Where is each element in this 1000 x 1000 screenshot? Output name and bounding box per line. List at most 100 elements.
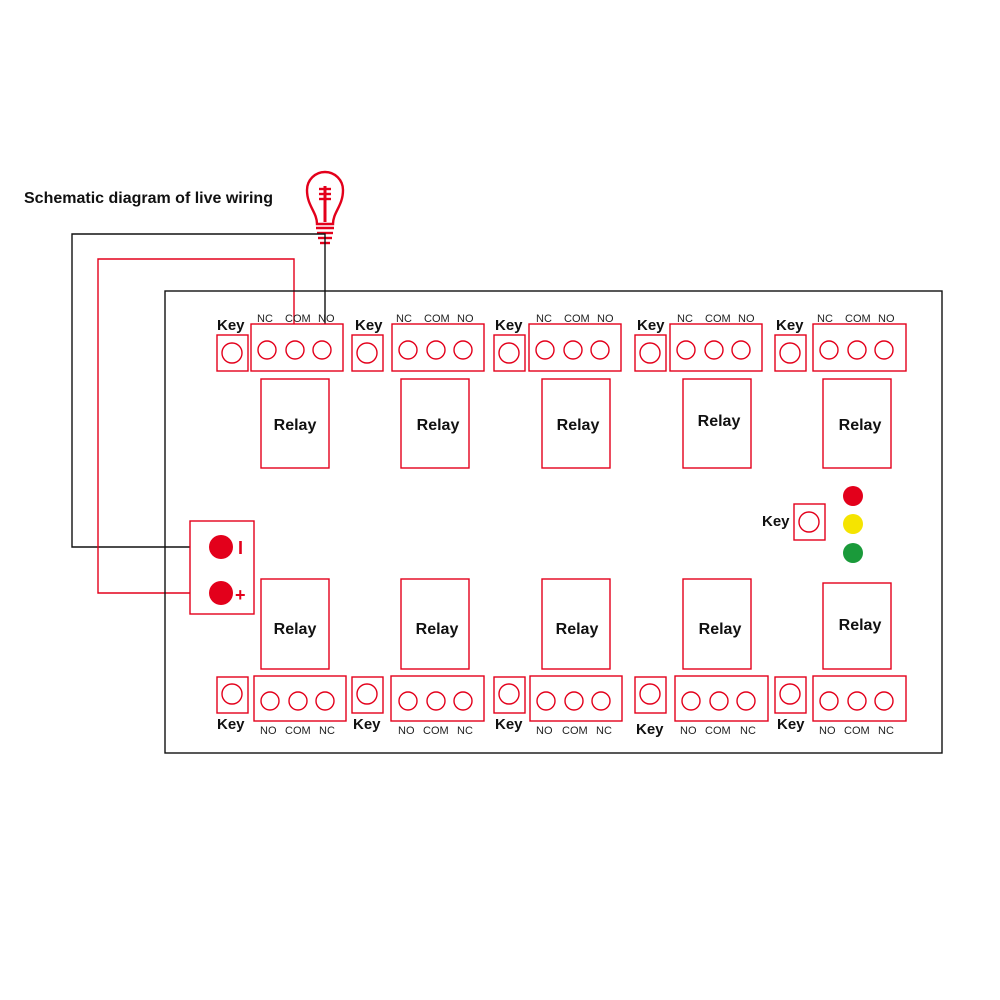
nc-terminal: [874, 691, 894, 711]
relay-label: Relay: [556, 621, 599, 638]
com-terminal: [847, 340, 867, 360]
no-terminal: [312, 340, 332, 360]
terminal-label-com: COM: [845, 313, 871, 325]
relay-channel: Key NC COM NO Relay: [634, 313, 763, 469]
terminal-block: [669, 323, 763, 372]
nc-terminal: [819, 340, 839, 360]
key-label: Key: [777, 716, 805, 733]
no-terminal: [453, 340, 473, 360]
relay: [822, 582, 892, 670]
relay-channel: Relay Key NO COM NC: [493, 578, 623, 737]
com-terminal: [288, 691, 308, 711]
nc-terminal: [736, 691, 756, 711]
terminal-block: [529, 675, 623, 722]
terminal-block: [390, 675, 485, 722]
diagram-title: Schematic diagram of live wiring: [24, 190, 273, 207]
relay: [400, 378, 470, 469]
power-terminal: I +: [189, 520, 255, 615]
nc-terminal: [453, 691, 473, 711]
terminal-label-no: NO: [819, 725, 836, 737]
relay-channel: Key NC COM NO Relay: [216, 313, 344, 469]
no-terminal: [260, 691, 280, 711]
key-label: Key: [495, 716, 523, 733]
terminal-block: [391, 323, 485, 372]
terminal-label-com: COM: [423, 725, 449, 737]
nc-terminal: [257, 340, 277, 360]
terminal-label-no: NO: [738, 313, 755, 325]
com-terminal: [709, 691, 729, 711]
key-button-knob: [221, 683, 243, 705]
key-button-knob: [498, 683, 520, 705]
nc-terminal: [535, 340, 555, 360]
nc-terminal: [591, 691, 611, 711]
relay-label: Relay: [698, 413, 741, 430]
relay-label: Relay: [839, 417, 882, 434]
key-label: Key: [762, 513, 790, 530]
no-terminal: [590, 340, 610, 360]
key-label: Key: [636, 721, 664, 738]
terminal-label-nc: NC: [257, 313, 273, 325]
relay-label: Relay: [417, 417, 460, 434]
terminal-block: [250, 323, 344, 372]
terminal-label-nc: NC: [396, 313, 412, 325]
key-button-knob: [779, 683, 801, 705]
terminal-label-com: COM: [705, 313, 731, 325]
terminal-label-no: NO: [536, 725, 553, 737]
control-panel: Key: [762, 486, 863, 563]
com-terminal: [704, 340, 724, 360]
status-led-red: [843, 486, 863, 506]
key-button-knob: [221, 342, 243, 364]
terminal-label-com: COM: [424, 313, 450, 325]
no-terminal: [536, 691, 556, 711]
relay-label: Relay: [274, 621, 317, 638]
key-label: Key: [217, 317, 245, 334]
no-terminal: [874, 340, 894, 360]
terminal-block: [528, 323, 622, 372]
key-button[interactable]: [216, 334, 249, 372]
key-label: Key: [495, 317, 523, 334]
terminal-label-nc: NC: [319, 725, 335, 737]
terminal-label-com: COM: [705, 725, 731, 737]
relay-label: Relay: [699, 621, 742, 638]
relay-channel: Relay Key NO COM NC: [774, 582, 907, 737]
key-button-knob: [356, 342, 378, 364]
terminal-label-nc: NC: [817, 313, 833, 325]
terminal-block: [812, 675, 907, 722]
relay: [822, 378, 892, 469]
terminal-label-com: COM: [285, 725, 311, 737]
com-terminal: [285, 340, 305, 360]
no-terminal: [398, 691, 418, 711]
com-terminal: [426, 691, 446, 711]
relay-label: Relay: [274, 417, 317, 434]
no-terminal: [681, 691, 701, 711]
terminal-label-no: NO: [398, 725, 415, 737]
key-button-knob: [639, 683, 661, 705]
bulb-icon: [305, 170, 345, 245]
key-button-knob: [498, 342, 520, 364]
main-key-button-knob: [798, 511, 820, 533]
relay-channel: Key NC COM NO Relay: [774, 313, 907, 469]
relay: [260, 578, 330, 670]
key-label: Key: [355, 317, 383, 334]
terminal-label-nc: NC: [740, 725, 756, 737]
nc-terminal: [315, 691, 335, 711]
key-button-knob: [639, 342, 661, 364]
key-label: Key: [776, 317, 804, 334]
red-wire: [97, 258, 295, 594]
com-terminal: [426, 340, 446, 360]
relay-channel: Relay Key NO COM NC: [351, 578, 485, 737]
relay-channel: Relay Key NO COM NC: [216, 578, 347, 737]
key-label: Key: [217, 716, 245, 733]
terminal-label-com: COM: [844, 725, 870, 737]
key-label: Key: [637, 317, 665, 334]
power-plus-label: +: [235, 585, 246, 605]
relay: [682, 378, 752, 469]
relay-label: Relay: [416, 621, 459, 638]
relay-label: Relay: [557, 417, 600, 434]
nc-terminal: [398, 340, 418, 360]
relay-channel: Relay Key NO COM NC: [634, 578, 769, 738]
nc-terminal: [676, 340, 696, 360]
key-button-knob: [356, 683, 378, 705]
terminal-label-no: NO: [457, 313, 474, 325]
terminal-label-com: COM: [564, 313, 590, 325]
